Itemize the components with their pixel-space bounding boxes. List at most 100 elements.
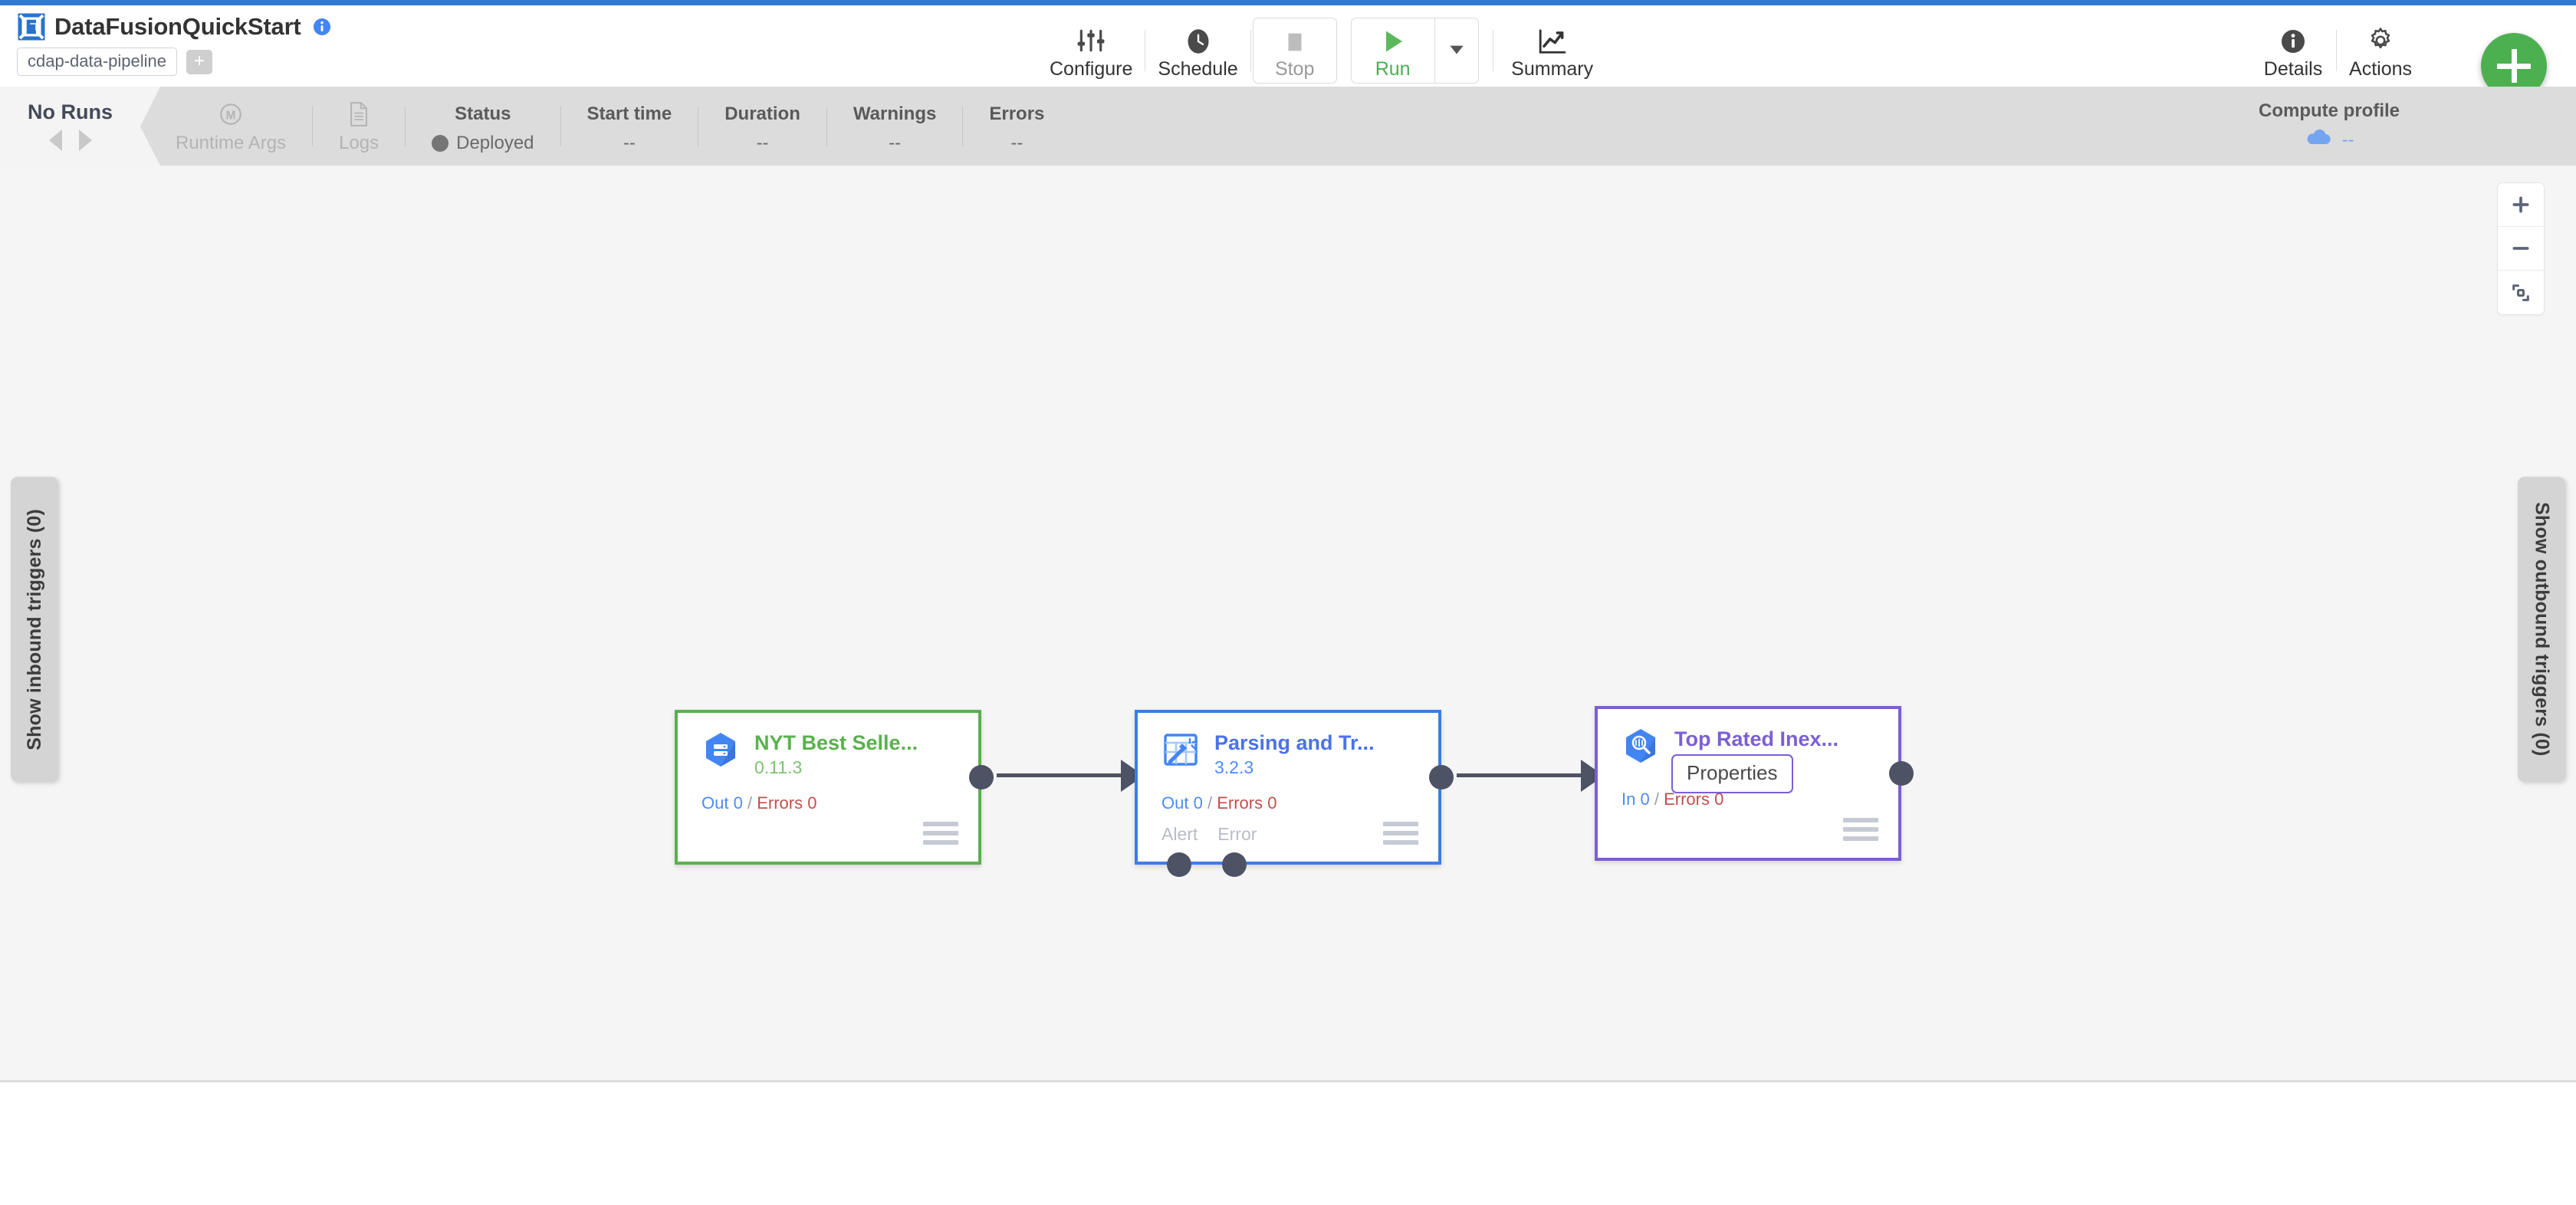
errors-value: --	[1010, 132, 1024, 153]
node-error-port[interactable]	[1222, 852, 1247, 877]
connector-source-to-transform[interactable]	[997, 773, 1131, 777]
info-circle-icon	[2279, 23, 2307, 55]
pipeline-canvas[interactable]: Show inbound triggers (0) Show outbound …	[0, 166, 2576, 1082]
pipeline-node-source[interactable]: NYT Best Selle... 0.11.3 Out 0 / Errors …	[675, 710, 994, 865]
run-button-group: Run	[1350, 18, 1479, 84]
zoom-in-button[interactable]	[2498, 183, 2544, 227]
clock-icon	[1184, 23, 1212, 55]
start-time-value: --	[623, 132, 636, 153]
summary-button[interactable]: Summary	[1495, 15, 1610, 86]
duration-value: --	[756, 132, 769, 153]
runs-count-label: No Runs	[28, 100, 113, 123]
stop-button[interactable]: Stop	[1252, 18, 1337, 84]
info-icon[interactable]	[313, 18, 331, 36]
compute-profile-label: Compute profile	[2259, 100, 2400, 121]
stop-square-icon	[1282, 23, 1308, 55]
run-button[interactable]: Run	[1352, 18, 1434, 83]
document-icon	[347, 99, 370, 130]
stop-label: Stop	[1274, 57, 1315, 80]
node-version: 3.2.3	[1214, 757, 1254, 778]
compute-profile-value: --	[2341, 130, 2354, 150]
add-tag-button[interactable]: +	[186, 49, 213, 74]
fit-to-screen-button[interactable]	[2498, 271, 2544, 314]
zoom-out-button[interactable]	[2498, 227, 2544, 271]
hamburger-menu-icon[interactable]	[1843, 818, 1878, 841]
cloud-icon	[2305, 129, 2332, 153]
warnings-value: --	[889, 132, 902, 153]
status-value: Deployed	[456, 132, 534, 153]
cdap-logo-icon	[17, 12, 46, 41]
plus-icon-vertical	[2511, 49, 2517, 83]
wrangler-transform-icon	[1161, 730, 1201, 770]
run-label: Run	[1375, 57, 1411, 80]
zoom-controls	[2497, 182, 2545, 315]
runtime-args-button[interactable]: M Runtime Args	[150, 87, 312, 166]
status-label: Status	[455, 103, 511, 124]
summary-label: Summary	[1511, 57, 1594, 80]
node-output-port[interactable]	[1889, 761, 1914, 786]
status-badge: Deployed	[432, 133, 534, 154]
schedule-button[interactable]: Schedule	[1147, 15, 1248, 86]
node-titles: Top Rated Inex...	[1674, 726, 1838, 751]
node-in-count: In 0	[1622, 790, 1650, 809]
duration-cell: Duration --	[698, 87, 826, 166]
node-out-count: Out 0	[702, 793, 743, 813]
node-out-count: Out 0	[1162, 793, 1203, 813]
status-dot-icon	[432, 134, 449, 152]
hamburger-menu-icon[interactable]	[1383, 822, 1418, 845]
stop-button-inner[interactable]: Stop	[1254, 18, 1336, 83]
node-header: Top Rated Inex...	[1598, 709, 1898, 766]
bigquery-source-icon	[701, 730, 741, 770]
logs-button[interactable]: Logs	[313, 87, 405, 166]
pipeline-node-transform[interactable]: Parsing and Tr... 3.2.3 Out 0 / Errors 0…	[1135, 710, 1454, 877]
status-cells: M Runtime Args Logs Status	[150, 87, 1070, 166]
connector-transform-to-sink[interactable]	[1457, 773, 1591, 777]
outbound-triggers-label: Show outbound triggers (0)	[2531, 502, 2553, 757]
pipeline-toolbar: Configure Schedule Stop	[1039, 11, 1610, 90]
configure-button[interactable]: Configure	[1039, 15, 1143, 86]
node-metric-separator: /	[1654, 790, 1659, 809]
node-errors-count: Errors 0	[757, 793, 817, 813]
runs-tab: No Runs	[0, 87, 160, 166]
node-output-port[interactable]	[1429, 765, 1454, 790]
configure-label: Configure	[1050, 57, 1133, 80]
header-right: Details Actions	[2252, 11, 2423, 90]
runs-nav	[48, 129, 92, 151]
line-chart-icon	[1538, 23, 1567, 55]
app-header: DataFusionQuickStart cdap-data-pipeline …	[0, 5, 2576, 99]
inbound-triggers-label: Show inbound triggers (0)	[23, 508, 45, 750]
svg-text:M: M	[226, 109, 236, 122]
run-status-bar: No Runs M Runtime Args	[0, 87, 2576, 166]
status-divider	[405, 106, 406, 146]
actions-button[interactable]: Actions	[2338, 15, 2423, 86]
node-alert-port[interactable]	[1167, 852, 1191, 877]
node-metrics: Out 0 / Errors 0	[702, 793, 816, 813]
hamburger-menu-icon[interactable]	[923, 822, 958, 845]
compute-profile-cell[interactable]: Compute profile --	[2252, 87, 2406, 166]
node-name: Top Rated Inex...	[1674, 727, 1839, 750]
play-triangle-icon	[1379, 23, 1407, 55]
details-button[interactable]: Details	[2252, 15, 2334, 86]
triangle-left-icon[interactable]	[48, 129, 62, 151]
properties-tooltip[interactable]: Properties	[1671, 754, 1793, 793]
status-divider	[312, 106, 314, 146]
run-dropdown-button[interactable]	[1435, 18, 1478, 83]
node-metric-separator: /	[1207, 793, 1213, 813]
duration-label: Duration	[724, 103, 800, 124]
warnings-label: Warnings	[853, 103, 937, 124]
show-inbound-triggers-tab[interactable]: Show inbound triggers (0)	[11, 477, 58, 782]
node-name: NYT Best Selle...	[754, 731, 918, 754]
error-port-label: Error	[1217, 824, 1257, 844]
toolbar-divider	[1250, 30, 1251, 71]
bottom-area	[0, 1085, 2576, 1205]
triangle-right-icon[interactable]	[78, 129, 92, 151]
artifact-type-tag[interactable]: cdap-data-pipeline	[17, 48, 178, 77]
node-output-port[interactable]	[969, 765, 994, 790]
pipeline-title-row: DataFusionQuickStart	[17, 11, 331, 42]
compute-profile-value-row: --	[2305, 129, 2354, 153]
status-cell: Status Deployed	[406, 87, 560, 166]
warnings-cell: Warnings --	[827, 87, 962, 166]
show-outbound-triggers-tab[interactable]: Show outbound triggers (0)	[2518, 477, 2565, 782]
details-label: Details	[2263, 57, 2323, 80]
